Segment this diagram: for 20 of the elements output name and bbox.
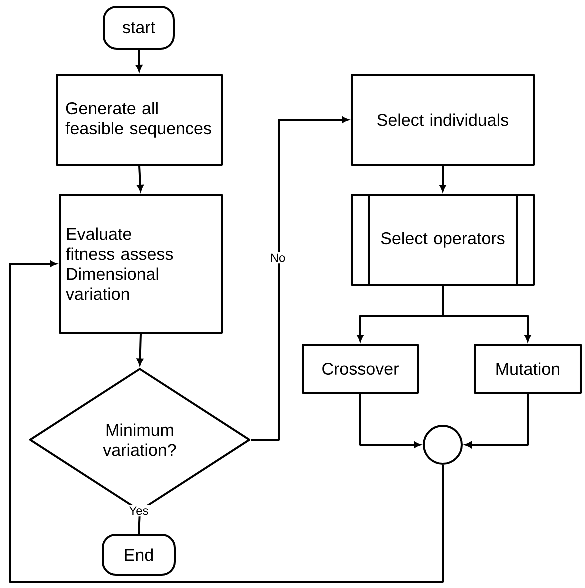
process-box: Crossover: [302, 344, 419, 394]
connector-circle: [423, 425, 463, 465]
process-box: Generate all feasible sequences: [56, 74, 223, 166]
process-box: Evaluate fitness assess Dimensional variation: [59, 194, 223, 334]
process-box: Select individuals: [351, 74, 535, 166]
terminal-box: start: [103, 6, 175, 50]
process-box: Mutation: [474, 344, 582, 394]
subprocess-box: Select operators: [351, 194, 535, 286]
arrow: [360, 394, 421, 448]
arrow: [137, 166, 144, 192]
arrow: [465, 394, 529, 448]
arrow: [251, 116, 349, 441]
arrow: [440, 166, 446, 192]
arrow: [136, 50, 143, 72]
arrow: [137, 334, 144, 366]
edge-label: No: [268, 252, 288, 264]
terminal-box: End: [102, 534, 176, 576]
arrow: [9, 260, 444, 583]
arrow: [442, 286, 532, 342]
edge-label: Yes: [128, 505, 150, 517]
